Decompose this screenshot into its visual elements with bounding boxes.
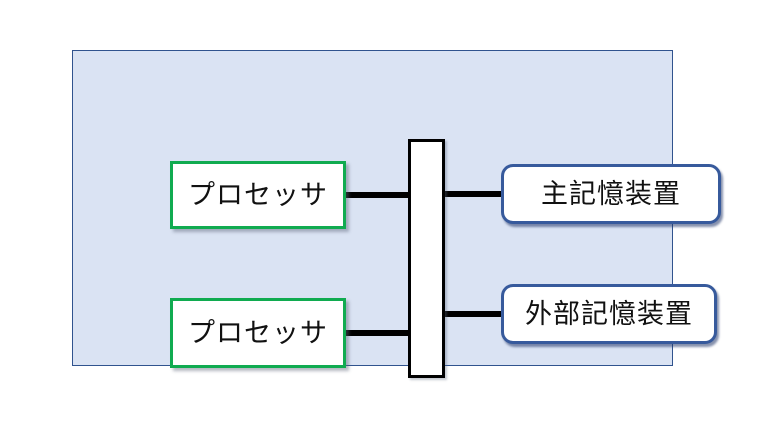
diagram-canvas: プロセッサ プロセッサ 主記憶装置 外部記憶装置 bbox=[72, 50, 721, 378]
main-memory-node-label: 主記憶装置 bbox=[541, 178, 681, 209]
processor-node-1: プロセッサ bbox=[170, 161, 346, 229]
connector-processor2-bus bbox=[343, 330, 409, 336]
processor-node-2-label: プロセッサ bbox=[188, 317, 328, 348]
main-memory-node: 主記憶装置 bbox=[501, 164, 721, 224]
external-storage-node-label: 外部記憶装置 bbox=[525, 298, 693, 329]
connector-processor1-bus bbox=[343, 192, 409, 198]
external-storage-node: 外部記憶装置 bbox=[501, 284, 717, 344]
connector-bus-main-memory bbox=[444, 191, 502, 197]
connector-bus-external-storage bbox=[444, 311, 502, 317]
bus-node bbox=[408, 139, 445, 378]
processor-node-1-label: プロセッサ bbox=[188, 179, 328, 210]
processor-node-2: プロセッサ bbox=[170, 298, 346, 368]
